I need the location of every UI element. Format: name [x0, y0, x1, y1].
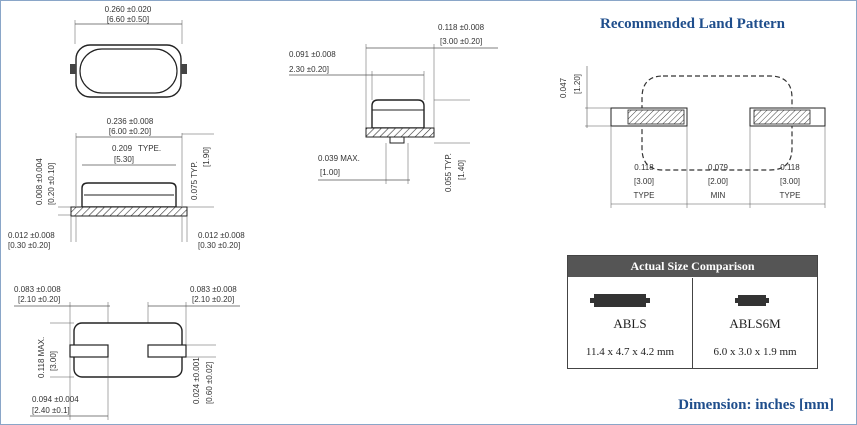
- top-length-mm: [6.60 ±0.50]: [107, 15, 149, 24]
- size-comparison-box: Actual Size Comparison ABLS 11.4 x 4.7 x…: [567, 255, 818, 369]
- bottom-left-pad-mm: [2.10 ±0.20]: [18, 295, 60, 304]
- front-body-in: 0.236 ±0.008: [107, 117, 154, 126]
- front-left-tab-mm: [0.30 ±0.20]: [8, 241, 50, 250]
- side-height-mm: [1.40]: [457, 160, 466, 180]
- land-pad-1-note: TYPE: [634, 191, 655, 200]
- front-height-mm: [1.90]: [202, 147, 211, 167]
- front-base-in: 0.008 ±0.004: [35, 158, 44, 205]
- bottom-left-pad-in: 0.083 ±0.008: [14, 285, 61, 294]
- dimension-units-note: Dimension: inches [mm]: [678, 397, 834, 413]
- abls-part-shape: [590, 294, 650, 307]
- front-base-mm: [0.20 ±0.10]: [47, 163, 56, 205]
- comparison-part-abls: ABLS 11.4 x 4.7 x 4.2 mm: [568, 278, 693, 368]
- front-inner-mm: [5.30]: [114, 155, 134, 164]
- comparison-part-abls6m: ABLS6M 6.0 x 3.0 x 1.9 mm: [693, 278, 817, 368]
- land-pad-2-note: TYPE: [780, 191, 801, 200]
- front-height-in: 0.075 TYP.: [190, 161, 199, 200]
- front-view: 0.236 ±0.008 [6.00 ±0.20] 0.209 TYPE. [5…: [8, 117, 245, 250]
- side-view: 0.118 ±0.008 [3.00 ±0.20] 0.091 ±0.008 2…: [289, 23, 498, 192]
- side-width-mm: [3.00 ±0.20]: [440, 37, 482, 46]
- land-gap-in: 0.079: [708, 163, 729, 172]
- land-pad-2-mm: [3.00]: [780, 177, 800, 186]
- bottom-pad-width-mm: [2.40 ±0.1]: [32, 406, 70, 415]
- comparison-title: Actual Size Comparison: [568, 256, 817, 277]
- land-pattern-drawing: 0.047 [1.20] 0.118 [3.00] TYPE 0.079 [2.…: [559, 66, 826, 208]
- land-pad-2-in: 0.118: [780, 163, 800, 172]
- land-height-mm: [1.20]: [573, 74, 582, 94]
- bottom-pad-height-in: 0.024 ±0.001: [192, 357, 201, 404]
- top-length-in: 0.260 ±0.020: [105, 5, 152, 14]
- top-view: 0.260 ±0.020 [6.60 ±0.50]: [70, 5, 187, 98]
- side-lead-mm: [1.00]: [320, 168, 340, 177]
- front-inner-in: 0.209: [112, 144, 133, 153]
- abls-part-size: 11.4 x 4.7 x 4.2 mm: [585, 346, 675, 358]
- abls6m-part-name: ABLS6M: [729, 316, 781, 331]
- land-height-in: 0.047: [559, 77, 568, 98]
- land-pattern-title: Recommended Land Pattern: [600, 16, 785, 32]
- side-lead-in: 0.039 MAX.: [318, 154, 360, 163]
- front-left-tab-in: 0.012 ±0.008: [8, 231, 55, 240]
- abls6m-part-size: 6.0 x 3.0 x 1.9 mm: [713, 346, 797, 358]
- side-height-in: 0.055 TYP.: [444, 153, 453, 192]
- abls6m-part-shape: [735, 295, 769, 306]
- side-width-in: 0.118 ±0.008: [438, 23, 485, 32]
- bottom-pad-height-mm: [0.60 ±0.02]: [205, 362, 214, 404]
- abls-part-name: ABLS: [613, 316, 647, 331]
- bottom-view: 0.083 ±0.008 [2.10 ±0.20] 0.083 ±0.008 […: [14, 285, 240, 420]
- bottom-pad-width-in: 0.094 ±0.004: [32, 395, 79, 404]
- bottom-height-in: 0.118 MAX.: [37, 337, 46, 378]
- bottom-right-pad-in: 0.083 ±0.008: [190, 285, 237, 294]
- front-right-tab-mm: [0.30 ±0.20]: [198, 241, 240, 250]
- front-inner-note: TYPE.: [138, 144, 161, 153]
- side-inner-mm: 2.30 ±0.20]: [289, 65, 329, 74]
- bottom-height-mm: [3.00]: [49, 351, 58, 371]
- bottom-right-pad-mm: [2.10 ±0.20]: [192, 295, 234, 304]
- front-right-tab-in: 0.012 ±0.008: [198, 231, 245, 240]
- land-pad-1-in: 0.118: [634, 163, 654, 172]
- land-gap-mm: [2.00]: [708, 177, 728, 186]
- land-gap-note: MIN: [711, 191, 726, 200]
- front-body-mm: [6.00 ±0.20]: [109, 127, 151, 136]
- land-pad-1-mm: [3.00]: [634, 177, 654, 186]
- side-inner-in: 0.091 ±0.008: [289, 50, 336, 59]
